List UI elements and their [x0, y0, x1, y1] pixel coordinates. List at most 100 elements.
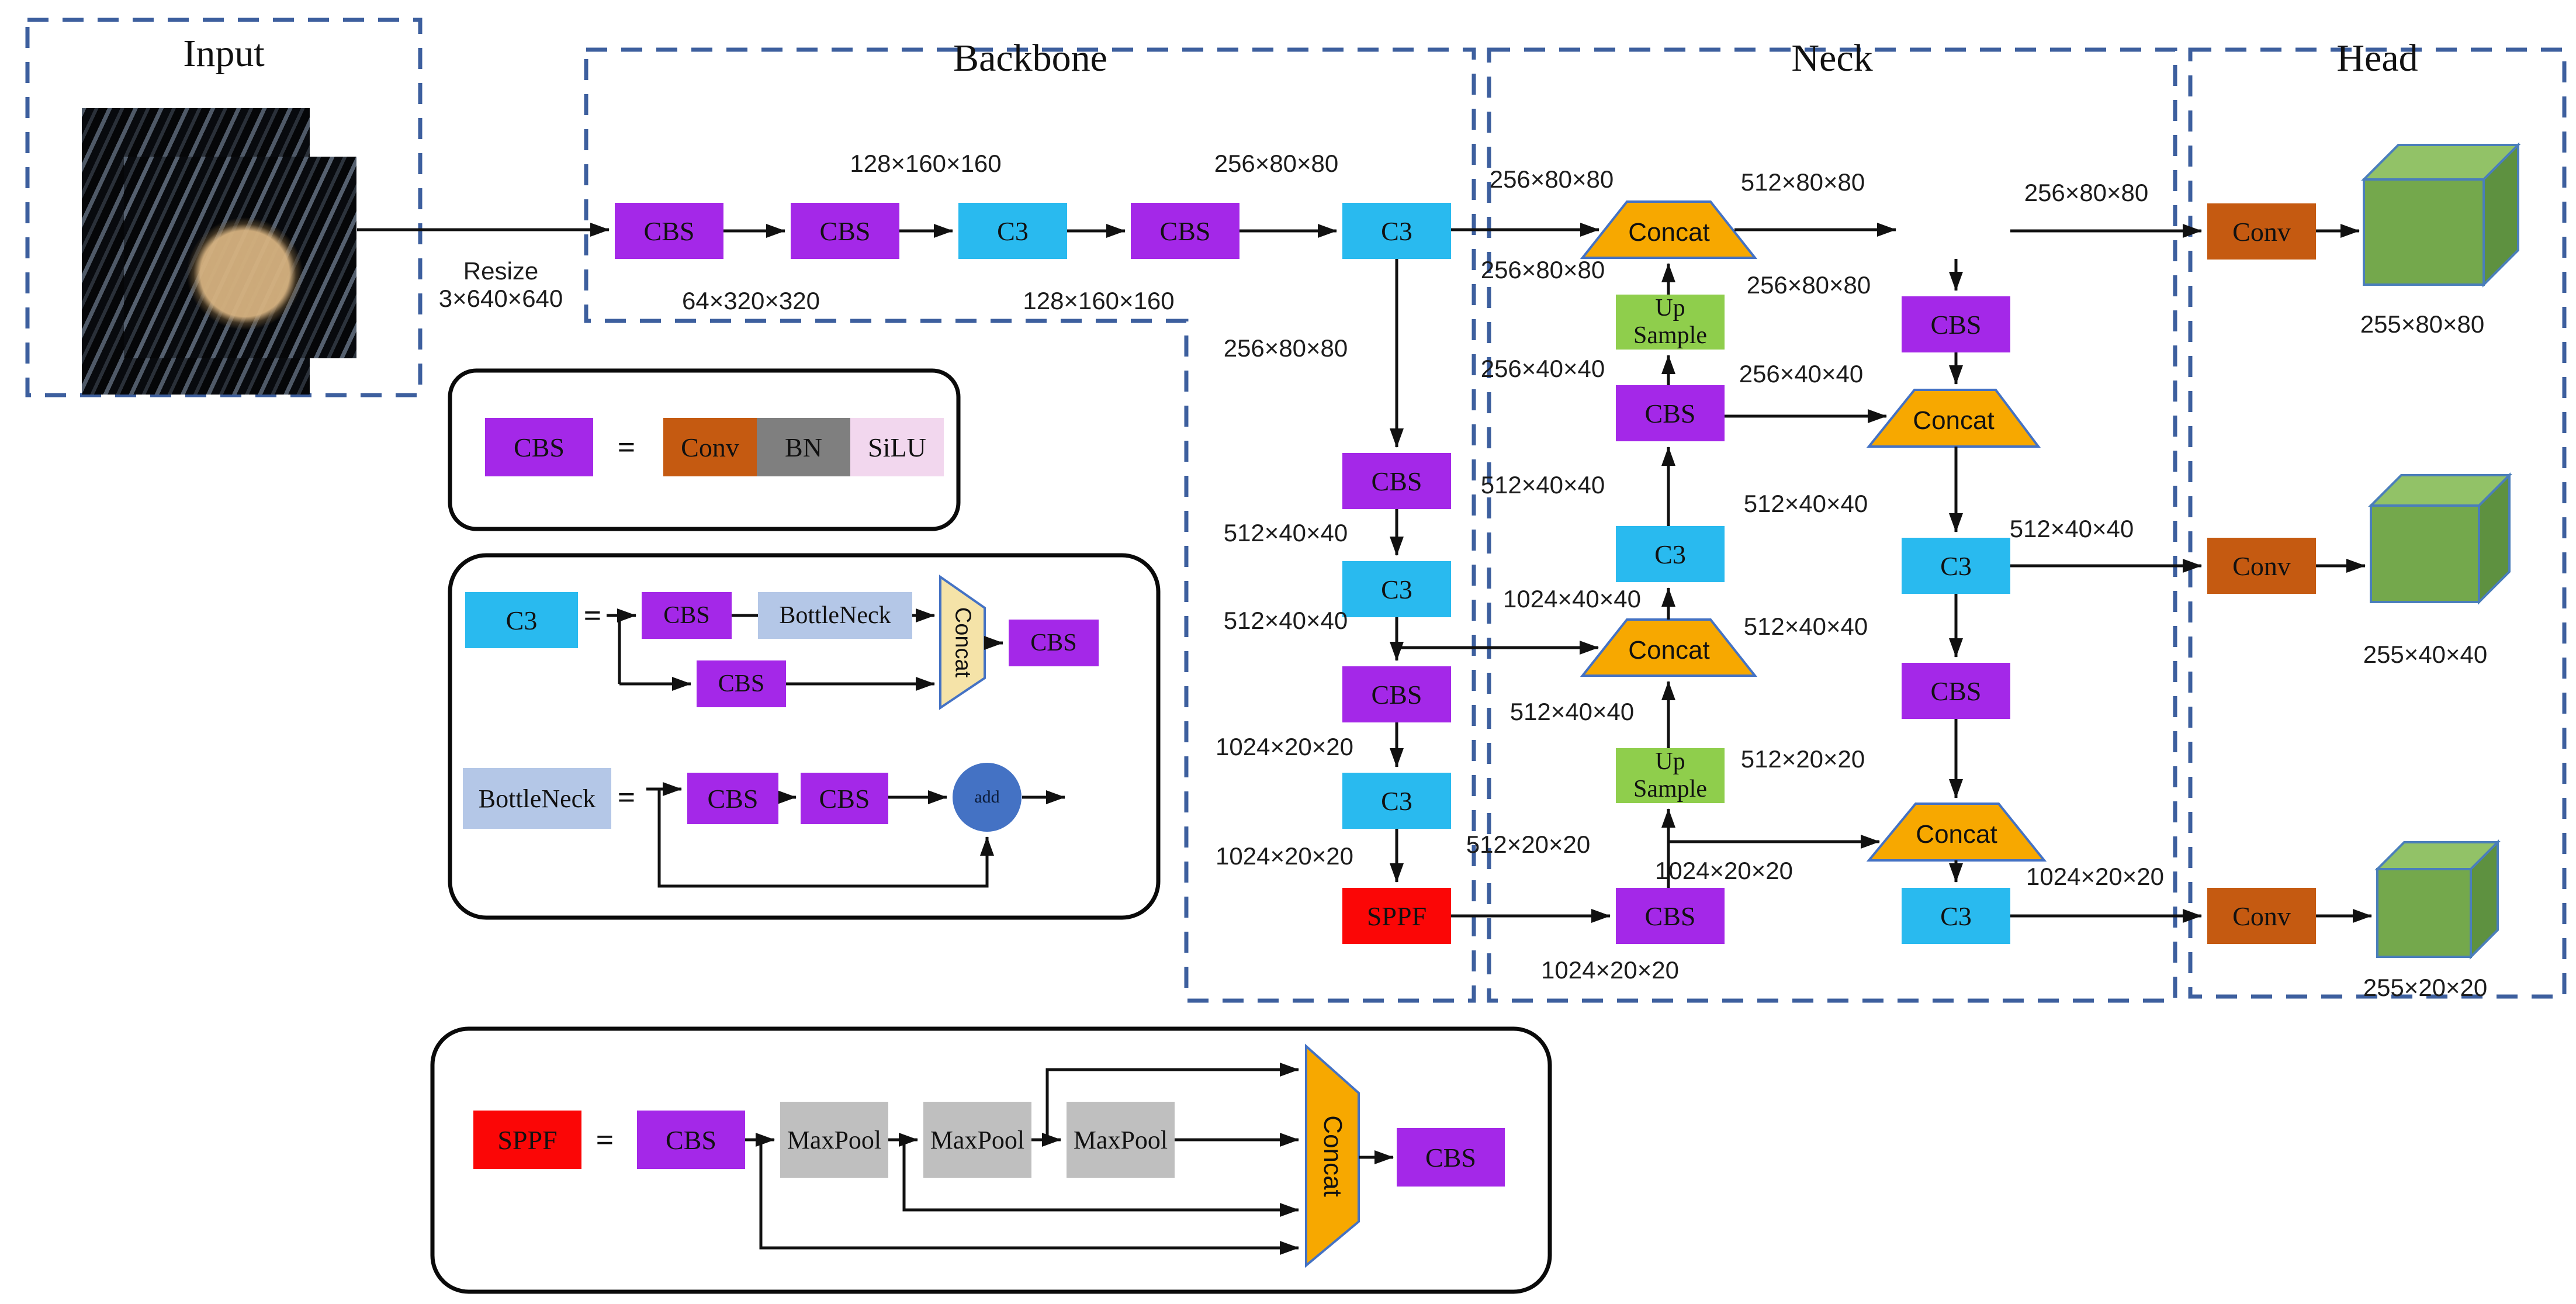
neck-c3-left: C3 [1616, 526, 1725, 582]
legend-bn: BN [757, 418, 850, 476]
legend-maxpool-3: MaxPool [1067, 1102, 1175, 1178]
neck-concat-b-label: Concat [1628, 636, 1710, 665]
legend-borders [430, 368, 1552, 1294]
backbone-c3-3: C3 [1342, 561, 1451, 617]
legend-sppf-border [430, 1026, 1552, 1294]
backbone-sppf: SPPF [1342, 888, 1451, 944]
legend-silu: SiLU [850, 418, 944, 476]
backbone-box-border [584, 47, 1476, 1003]
neck-upsample-1: Up Sample [1616, 295, 1725, 350]
backbone-c3-4: C3 [1342, 773, 1451, 829]
head-conv-3: Conv [2207, 888, 2316, 944]
flow-arrows [357, 223, 2372, 1255]
dim-label: 256×80×80 [1214, 150, 1339, 177]
dim-label: 255×80×80 [2360, 310, 2485, 338]
neck-cbs-left-1: CBS [1616, 385, 1725, 441]
neck-cbs-left-2: CBS [1616, 888, 1725, 944]
legend-sppf-equals: = [595, 1122, 614, 1157]
dim-label: 512×20×20 [1740, 745, 1865, 773]
dim-label: 512×20×20 [1466, 831, 1591, 858]
concat-trapezoids [1580, 200, 2047, 862]
legend-add-circle: add [953, 763, 1022, 832]
section-borders [25, 18, 2567, 1003]
legend-sppf-concat-shape [1305, 1043, 1360, 1268]
dim-label: 256×80×80 [1480, 256, 1605, 283]
legend-c3-key: C3 [465, 592, 578, 648]
dim-label: 256×40×40 [1480, 355, 1605, 382]
legend-c3-bottleneck: BottleNeck [758, 592, 912, 639]
dim-label: 512×40×40 [1509, 698, 1635, 725]
legend-c3-cbs-top: CBS [642, 592, 732, 639]
output-cubes [2361, 142, 2521, 960]
dim-label: 256×80×80 [1489, 165, 1614, 193]
head-box-border [2188, 47, 2567, 999]
neck-c3-right-1: C3 [1902, 538, 2010, 594]
dim-label: 512×40×40 [1743, 613, 1868, 640]
legend-c3-equals: = [583, 598, 602, 633]
legend-cbs-key: CBS [485, 418, 593, 476]
cube-3-front [2376, 868, 2472, 958]
legend-maxpool-1: MaxPool [780, 1102, 888, 1178]
dim-label: 512×40×40 [1480, 471, 1605, 499]
concat-a-shape [1580, 200, 1758, 259]
legend-conv: Conv [663, 418, 757, 476]
neck-cbs-right-2: CBS [1902, 663, 2010, 719]
input-box-border [25, 18, 423, 397]
input-section-title: Input [183, 32, 265, 75]
resize-label: Resize 3×640×640 [438, 257, 563, 312]
dim-label: 255×20×20 [2363, 974, 2488, 1001]
legend-c3-concat-shape [939, 575, 986, 710]
dim-label: 256×80×80 [1746, 271, 1871, 299]
dim-label: 1024×40×40 [1503, 585, 1641, 613]
neck-box-border [1487, 47, 2177, 1003]
dim-label: 256×80×80 [2024, 179, 2149, 206]
dim-label: 512×40×40 [1223, 607, 1348, 634]
dim-label: 256×40×40 [1739, 360, 1864, 388]
cube-1-front [2363, 178, 2485, 286]
legend-sppf-cbs-in: CBS [637, 1111, 745, 1169]
legend-bottleneck-key: BottleNeck [463, 768, 611, 829]
backbone-cbs-2: CBS [791, 203, 899, 259]
dim-label: 1024×20×20 [1216, 842, 1353, 870]
legend-bottleneck-cbs-2: CBS [801, 773, 888, 824]
head-section-title: Head [2336, 37, 2418, 79]
dim-label: 64×320×320 [682, 287, 820, 314]
legend-cbs-border [448, 368, 961, 531]
backbone-c3-1: C3 [958, 203, 1067, 259]
dim-label: 1024×20×20 [1216, 733, 1353, 760]
legend-c3-cbs-bottom: CBS [697, 660, 786, 707]
legend-cbs-equals: = [617, 430, 636, 465]
legend-sppf-cbs-out: CBS [1397, 1128, 1505, 1187]
concat-b-shape [1580, 618, 1758, 677]
dim-label: 512×40×40 [2009, 515, 2134, 542]
neck-upsample-2: Up Sample [1616, 748, 1725, 803]
concat-d-shape [1866, 803, 2047, 862]
legend-c3-cbs-out: CBS [1009, 620, 1099, 666]
dim-label: 256×80×80 [1223, 334, 1348, 362]
neck-concat-d-label: Concat [1916, 820, 1997, 849]
dim-label: 255×40×40 [2363, 641, 2488, 668]
backbone-c3-2: C3 [1342, 203, 1451, 259]
backbone-section-title: Backbone [953, 37, 1107, 79]
dim-label: 512×80×80 [1740, 168, 1865, 196]
neck-c3-right-2: C3 [1902, 888, 2010, 944]
neck-concat-c-label: Concat [1913, 406, 1995, 435]
concat-c-shape [1866, 389, 2041, 448]
legend-maxpool-2: MaxPool [923, 1102, 1031, 1178]
legend-sppf-key: SPPF [473, 1111, 581, 1169]
dim-label: 512×40×40 [1223, 519, 1348, 546]
dim-label: 1024×20×20 [1541, 956, 1679, 984]
head-conv-1: Conv [2207, 203, 2316, 260]
legend-c3-concat-label: Concat [950, 607, 975, 678]
connector-lines [607, 614, 659, 791]
dim-label: 512×40×40 [1743, 490, 1868, 517]
dim-label: 1024×20×20 [2026, 863, 2164, 890]
neck-concat-a-label: Concat [1628, 218, 1710, 247]
legend-bottleneck-equals: = [617, 780, 636, 815]
backbone-cbs-4: CBS [1342, 453, 1451, 509]
dim-label: 1024×20×20 [1655, 857, 1793, 884]
backbone-cbs-1: CBS [615, 203, 723, 259]
backbone-cbs-5: CBS [1342, 666, 1451, 722]
